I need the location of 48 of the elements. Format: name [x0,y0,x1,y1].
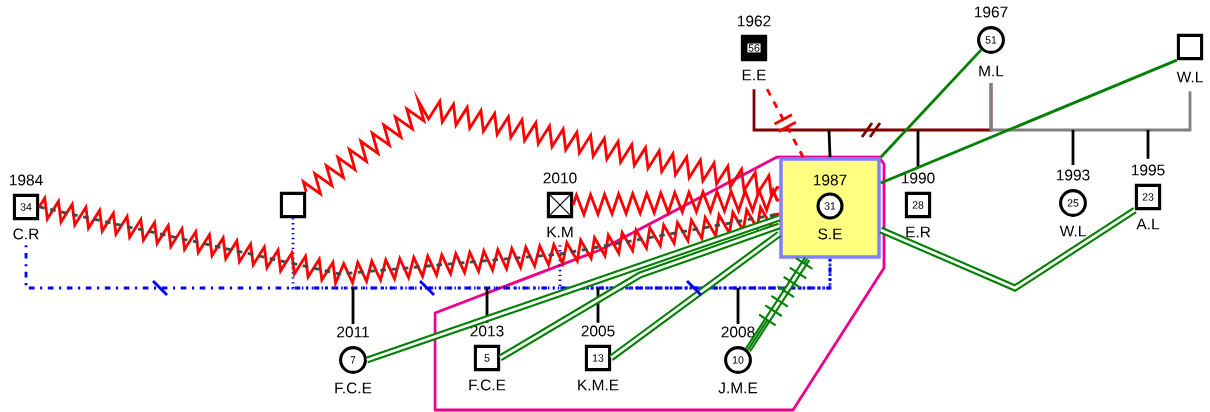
square-symbol [279,191,307,219]
relationship-line [291,218,832,290]
close-relationship-line [498,222,781,361]
year-label: 2011 [337,326,369,338]
name-label: F.C.E [466,378,508,392]
year-label: 1987 [813,174,847,186]
relationship-line [24,245,832,290]
name-label: A.L [1135,217,1161,231]
hostile-line [571,186,781,219]
descent-line [1071,130,1075,166]
name-label: E.E [740,68,768,82]
year-label: 2005 [581,325,615,337]
descent-line [827,129,832,158]
year-label: 1967 [974,6,1008,18]
descent-line [736,288,740,325]
hostile-line [38,194,780,289]
name-label: F.C.E [332,381,374,395]
year-label: 1984 [10,174,43,186]
name-label: J.M.E [716,381,760,395]
close-relationship-line [879,207,1137,292]
descent-line [351,288,355,325]
relationship-line [989,82,1192,132]
close-relationship-line [609,231,782,361]
descent-line [916,130,920,167]
year-label: 1962 [737,15,771,27]
fused-relationship-line [744,256,814,353]
descent-line [596,288,600,323]
close-relationship-line [365,214,781,364]
year-label: 2013 [470,325,504,337]
name-label: S.E [818,228,842,240]
name-label: M.L [976,64,1006,78]
year-label: 1995 [1131,164,1165,176]
relationship-line [879,48,983,159]
relationship-line [558,245,832,290]
name-label: K.M [544,225,576,239]
relationship-line [880,58,1178,185]
year-label: 1990 [901,172,935,184]
name-label: K.M.E [575,378,621,392]
descent-line [1146,130,1150,159]
name-label: W.L [1175,70,1205,84]
descent-line [485,288,489,323]
year-label: 1993 [1056,169,1090,181]
name-label: C.R [11,227,41,241]
cutoff-line [765,88,805,158]
year-label: 2010 [543,172,577,184]
year-label: 2008 [721,326,755,338]
name-label: E.R [903,225,933,239]
name-label: W.L [1058,224,1088,238]
